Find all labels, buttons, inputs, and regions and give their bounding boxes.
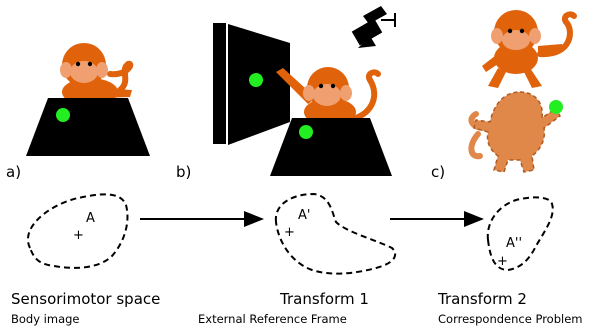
subcaption-body-image: Body image: [11, 312, 80, 326]
table-b: [270, 118, 392, 176]
point-marker-a: +: [73, 228, 84, 243]
monkey-c-back: [468, 91, 561, 173]
camera-icon: [351, 6, 396, 48]
green-dot-c: [549, 100, 563, 114]
monkey-b: [276, 67, 381, 126]
point-label-a-prime: A': [298, 208, 310, 223]
green-dot-mirror: [249, 73, 263, 87]
panel-label-c: c): [431, 163, 445, 181]
monkey-c-top: [482, 10, 577, 88]
caption-transform-1: Transform 1: [279, 290, 369, 308]
point-label-a-double-prime: A'': [506, 236, 522, 251]
subcaption-correspondence-problem: Correspondence Problem: [438, 312, 583, 326]
point-marker-a-double-prime: +: [497, 254, 508, 269]
panel-label-a: a): [6, 163, 21, 181]
subcaption-external-reference-frame: External Reference Frame: [198, 312, 347, 326]
panel-c: c): [431, 10, 577, 181]
region-3: A'' +: [486, 196, 554, 272]
panel-a: a): [6, 43, 150, 181]
table-a: [26, 98, 150, 156]
green-dot-b: [299, 125, 313, 139]
point-label-a: A: [86, 211, 95, 226]
point-marker-a-prime: +: [284, 225, 295, 240]
green-dot-a: [56, 108, 70, 122]
panel-b: b): [176, 6, 396, 181]
region-2: A' +: [274, 192, 397, 275]
panel-label-b: b): [176, 163, 191, 181]
caption-sensorimotor-space: Sensorimotor space: [11, 290, 160, 308]
caption-transform-2: Transform 2: [437, 290, 527, 308]
monkey-a: [60, 43, 134, 106]
region-1: A +: [27, 193, 129, 269]
